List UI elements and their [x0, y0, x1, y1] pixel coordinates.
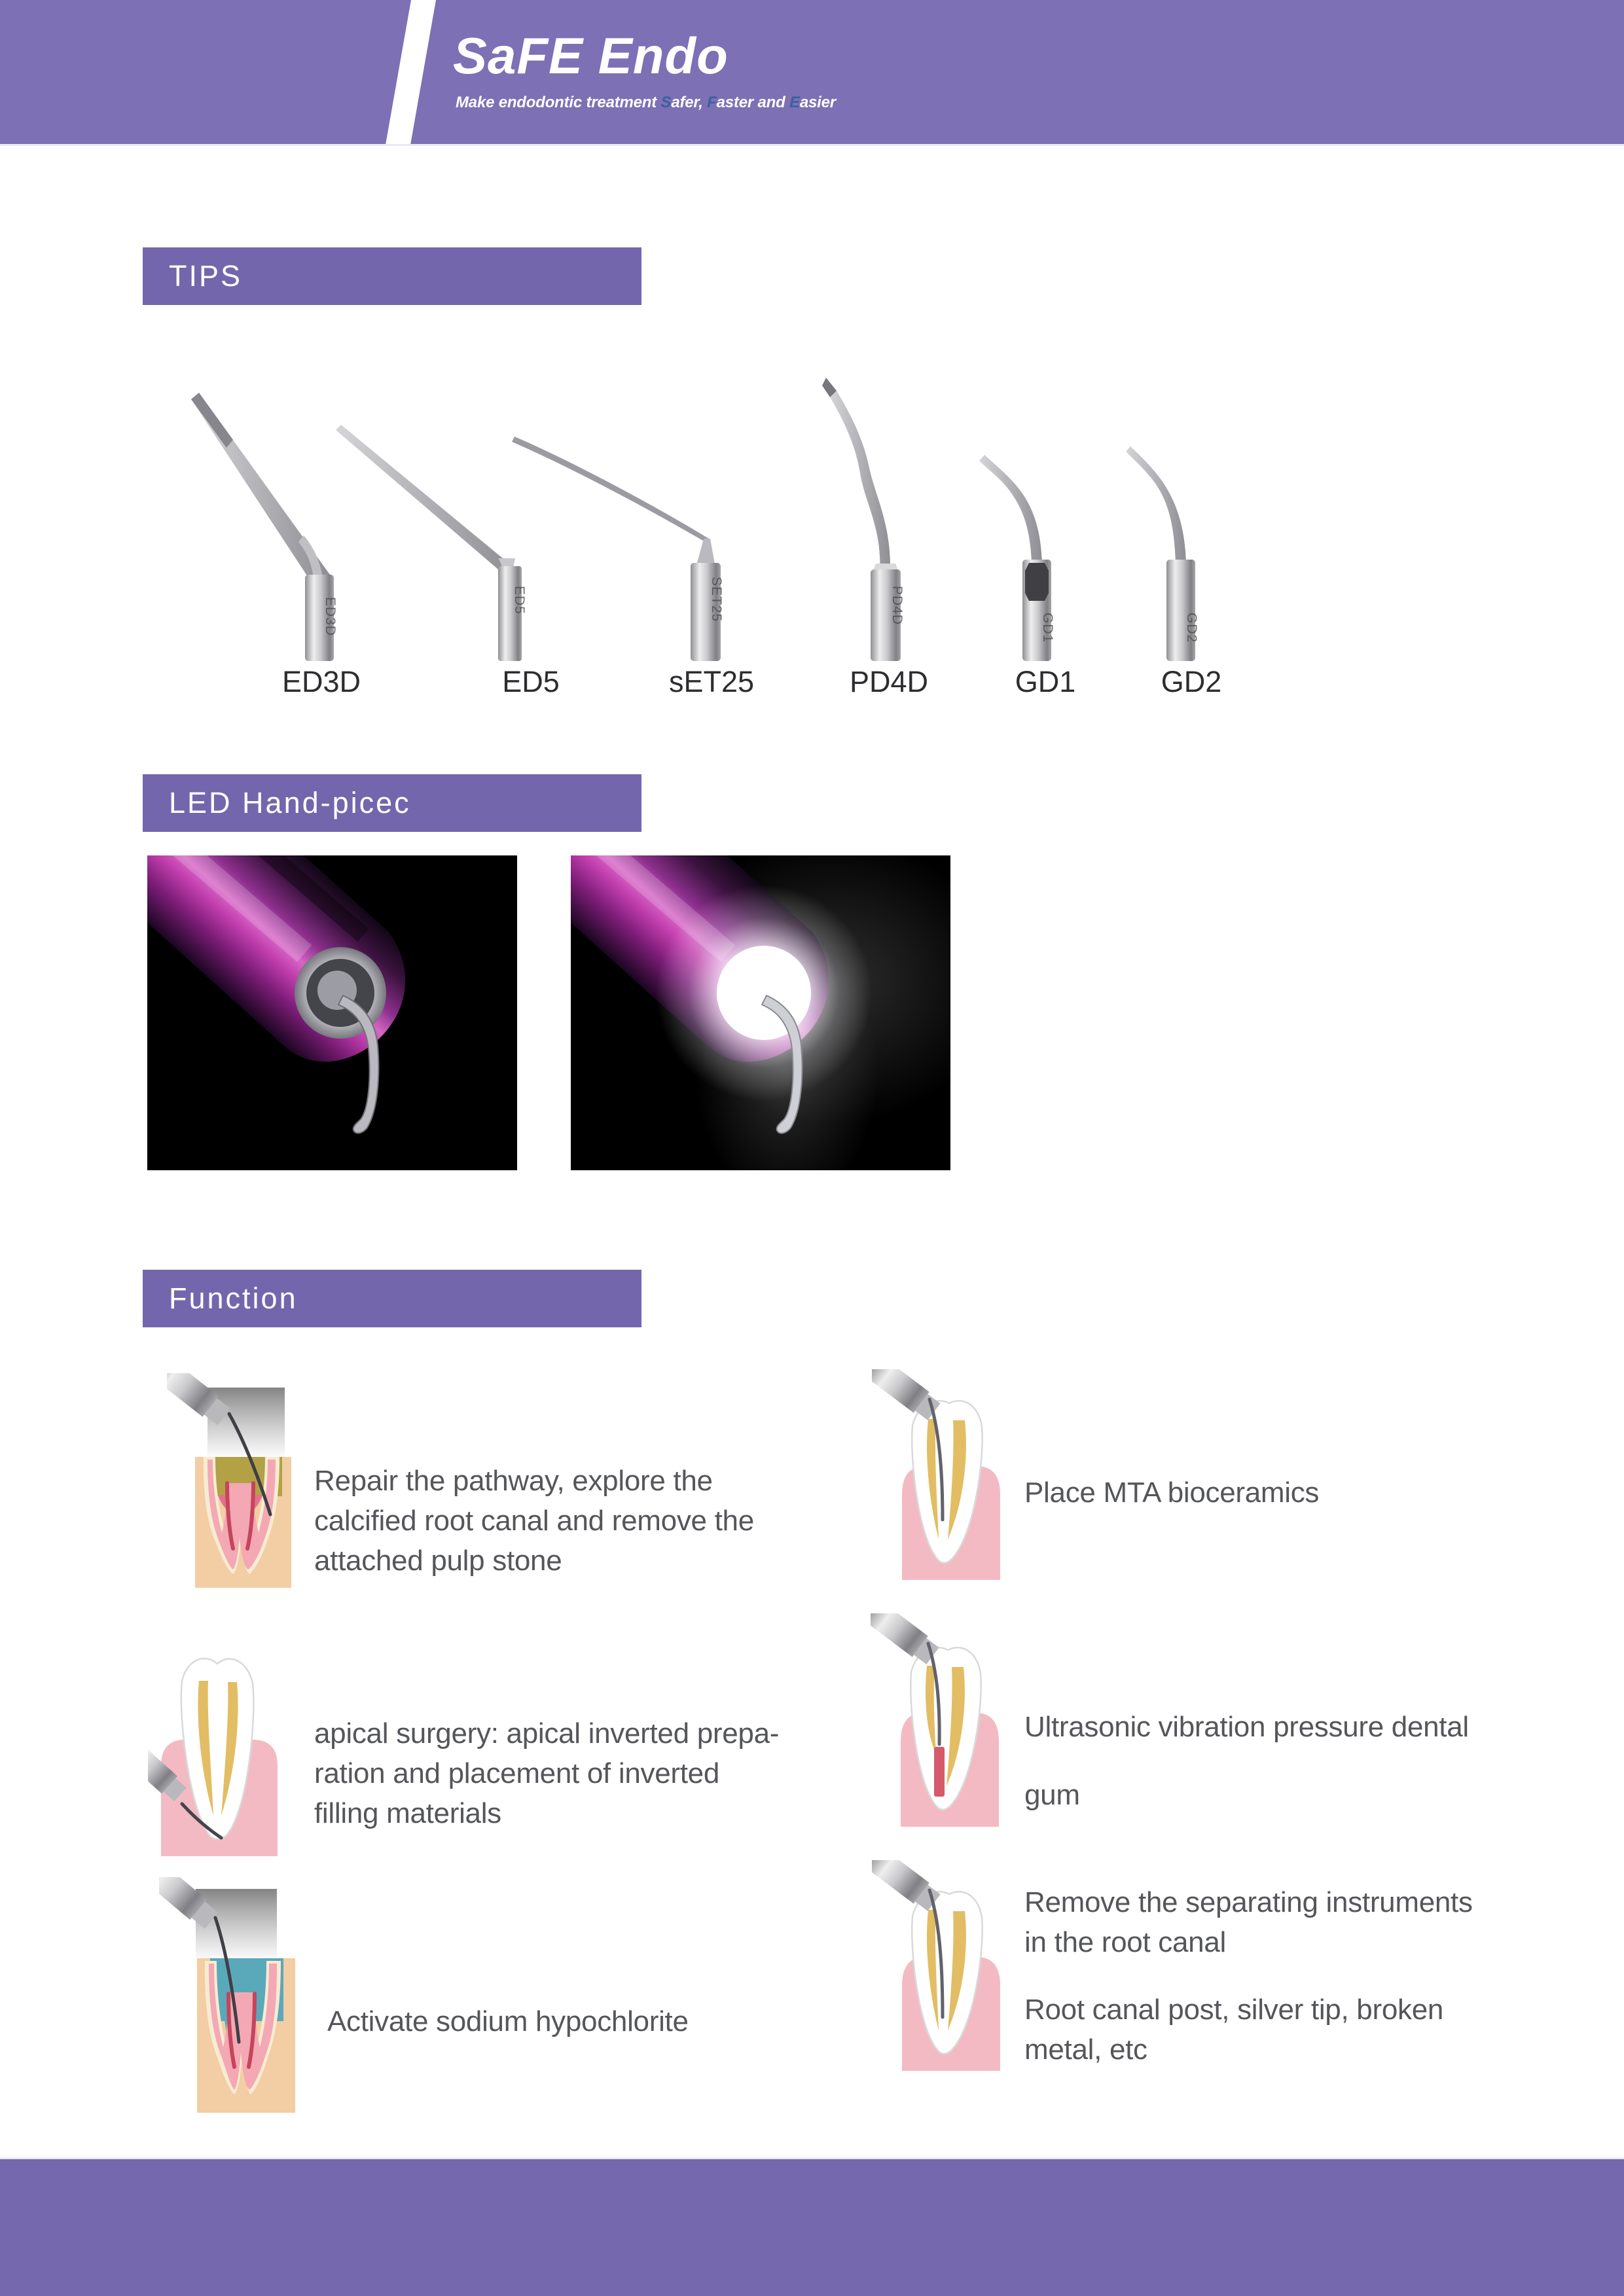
- tip-shaft: [691, 563, 721, 661]
- section-heading-tips: TIPS: [143, 247, 641, 305]
- tip-label-set25: sET25: [668, 665, 755, 698]
- tip-label-ed3d: ED3D: [281, 665, 361, 698]
- handpiece-photo-light-on: [571, 855, 950, 1170]
- text-line: filling materials: [314, 1797, 501, 1829]
- tip-label-pd4d: PD4D: [849, 665, 929, 698]
- tip-photo-gd2: GD2: [1126, 446, 1199, 661]
- tip-label-ed5: ED5: [502, 665, 560, 698]
- instrument-tip: [180, 1802, 223, 1840]
- text-line: metal, etc: [1024, 2034, 1147, 2066]
- tip-engraving: GD2: [1184, 613, 1199, 643]
- tagline-part: asier: [799, 94, 836, 111]
- tooth-roots: [209, 1964, 277, 2090]
- tip-shaft: [305, 575, 334, 661]
- tip-photo-ed3d: ED3D: [191, 393, 338, 661]
- tip-photo-set25: SET25: [512, 437, 723, 661]
- handpiece-illustration: [147, 855, 517, 1170]
- text-line: apical surgery: apical inverted prepa-: [314, 1717, 780, 1749]
- text-line: Root canal post, silver tip, broken: [1024, 1994, 1444, 2026]
- tip-photo-ed5: ED5: [336, 425, 527, 661]
- text-line: Ultrasonic vibration pressure dental: [1024, 1711, 1469, 1743]
- canal: [947, 1667, 965, 1786]
- function-text-activate-naocl: Activate sodium hypochlorite: [327, 2001, 689, 2041]
- function-text-repair-pathway: Repair the pathway, explore the calcifie…: [314, 1461, 754, 1581]
- incisor-instrument-icon-2: [872, 1860, 1000, 2071]
- function-text-ultrasonic-pressure-2: gum: [1024, 1775, 1080, 1815]
- footer-band: [0, 2157, 1624, 2296]
- function-text-root-canal-post: Root canal post, silver tip, broken meta…: [1024, 1990, 1443, 2070]
- brand-title: SaFE Endo: [453, 27, 729, 84]
- root-canal: [245, 1481, 255, 1551]
- tip-shaft: [871, 569, 901, 661]
- text-line: Remove the separating instruments: [1024, 1886, 1473, 1918]
- canal: [926, 1419, 939, 1539]
- instrument-shaft: [159, 1877, 219, 1929]
- canal: [948, 1420, 966, 1539]
- instrument-shaft: [872, 1369, 941, 1420]
- text-line: calcified root canal and remove the: [314, 1505, 754, 1537]
- root-canal: [226, 1992, 236, 2069]
- instrument-tip: [928, 1397, 945, 1522]
- tip-engraving: ED3D: [323, 597, 338, 636]
- instrument-shaft: [167, 1373, 231, 1426]
- text-line: gum: [1024, 1779, 1080, 1811]
- function-text-place-mta: Place MTA bioceramics: [1024, 1473, 1319, 1513]
- tip-photo-gd1: GD1: [979, 455, 1055, 661]
- tip-engraving: SET25: [709, 577, 723, 622]
- instrument-tip: [926, 1641, 941, 1746]
- incisor-gutta-percha-icon: [871, 1613, 999, 1827]
- canal: [948, 1911, 966, 2030]
- molar-instrument-icon: [167, 1373, 291, 1588]
- text-line: Activate sodium hypochlorite: [327, 2005, 689, 2037]
- text-line: attached pulp stone: [314, 1545, 562, 1577]
- section-heading-led-handpiece: LED Hand-picec: [143, 774, 641, 832]
- handpiece-illustration-lit: [571, 855, 950, 1170]
- function-text-apical-surgery: apical surgery: apical inverted prepa- r…: [314, 1713, 779, 1833]
- molar-irrigant-icon: [159, 1877, 295, 2113]
- tip-shaft: [1166, 560, 1195, 661]
- root-canal: [247, 1992, 257, 2069]
- handpiece-photo-light-off: [147, 855, 517, 1170]
- tip-engraving: ED5: [512, 586, 527, 615]
- tagline-accent-letter: F: [707, 94, 717, 111]
- section-heading-function: Function: [143, 1270, 641, 1327]
- function-text-remove-instruments: Remove the separating instruments in the…: [1024, 1882, 1473, 1962]
- instrument-shaft: [148, 1739, 187, 1802]
- tip-label-gd2: GD2: [1161, 665, 1222, 698]
- tip-engraving: PD4D: [890, 586, 905, 625]
- text-line: Place MTA bioceramics: [1024, 1477, 1320, 1509]
- canal: [926, 1910, 939, 2030]
- instrument-tip: [928, 1888, 945, 2019]
- root-canal: [225, 1481, 235, 1551]
- instrument-tip: [213, 1916, 241, 2044]
- text-line: Repair the pathway, explore the: [314, 1465, 713, 1497]
- tagline-accent-letter: S: [660, 94, 672, 111]
- tip-shaft: [498, 566, 522, 661]
- canal: [221, 1682, 238, 1816]
- tooth-roots: [208, 1460, 276, 1570]
- canal: [925, 1666, 936, 1754]
- tip-engraving: GD1: [1040, 613, 1055, 643]
- incisor-instrument-icon: [872, 1369, 1000, 1580]
- function-text-ultrasonic-pressure: Ultrasonic vibration pressure dental: [1024, 1707, 1469, 1747]
- tagline-part: afer,: [671, 94, 708, 111]
- header-diagonal-stripe: [386, 0, 436, 144]
- apical-surgery-icon: [148, 1657, 278, 1856]
- gutta-percha: [934, 1747, 945, 1797]
- tagline-accent-letter: E: [789, 94, 800, 111]
- instrument-shaft: [872, 1860, 941, 1911]
- canal: [198, 1681, 213, 1816]
- tagline-part: Make endodontic treatment: [456, 94, 661, 111]
- handpiece-tip: [337, 994, 380, 1134]
- brand-tagline: Make endodontic treatment Safer, Faster …: [456, 94, 836, 112]
- instrument-shaft: [871, 1613, 939, 1664]
- text-line: ration and placement of inverted: [314, 1757, 720, 1789]
- instrument-tip: [227, 1412, 272, 1516]
- tip-label-gd1: GD1: [1015, 665, 1076, 698]
- text-line: in the root canal: [1024, 1926, 1226, 1958]
- tip-photo-pd4d: PD4D: [822, 378, 905, 661]
- tagline-part: aster and: [716, 94, 790, 111]
- handpiece-tip: [761, 994, 803, 1134]
- header-band: [0, 0, 1624, 146]
